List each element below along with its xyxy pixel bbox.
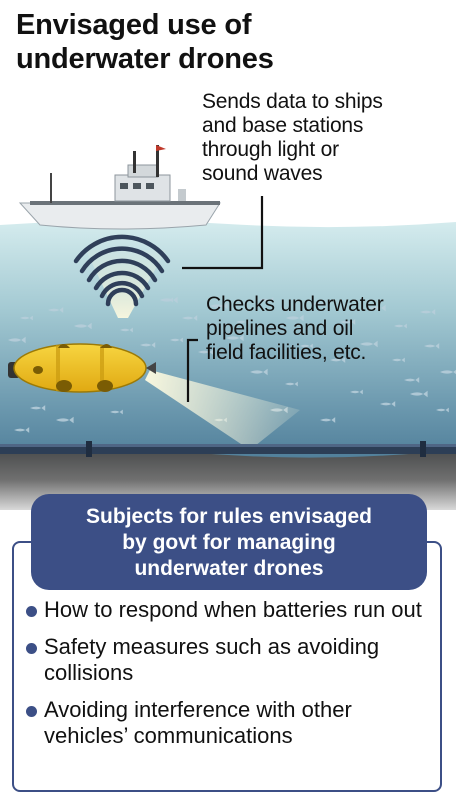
fish-icon	[320, 417, 336, 423]
rule-text: Avoiding interference with other vehicle…	[44, 697, 352, 748]
fish-icon	[170, 337, 183, 343]
fish-school-icon	[8, 296, 456, 433]
fish-icon	[19, 315, 33, 321]
ship-callout-line-3: through light or	[202, 138, 339, 161]
drone-callout-line-2: pipelines and oil	[206, 317, 354, 340]
fish-icon	[14, 427, 30, 433]
list-item: Avoiding interference with other vehicle…	[24, 697, 436, 749]
fish-icon	[392, 357, 405, 363]
fish-icon	[258, 297, 274, 303]
title-line-2: underwater drones	[16, 43, 274, 75]
fish-icon	[380, 401, 396, 407]
fish-icon	[285, 381, 298, 387]
fish-icon	[74, 322, 92, 330]
bullet-icon	[26, 606, 37, 617]
light-beam	[145, 370, 300, 450]
ship-callout-line	[182, 196, 264, 270]
rules-heading: Subjects for rules envisaged by govt for…	[31, 494, 427, 590]
pipeline-icon	[0, 441, 456, 457]
fish-icon	[436, 407, 449, 413]
fish-icon	[330, 357, 346, 363]
fish-icon	[394, 323, 407, 329]
rule-text: How to respond when batteries run out	[44, 597, 422, 622]
fish-icon	[300, 343, 313, 349]
rules-heading-line-3: underwater drones	[134, 557, 324, 580]
ship-callout: Sends data to ships and base stations th…	[202, 90, 383, 186]
sound-waves-icon	[73, 234, 171, 307]
rules-heading-line-1: Subjects for rules envisaged	[86, 505, 372, 528]
fish-icon	[120, 327, 133, 333]
fish-icon	[410, 390, 428, 398]
fish-icon	[424, 343, 440, 349]
rules-list: How to respond when batteries run out Sa…	[24, 597, 436, 760]
rule-text: Safety measures such as avoiding collisi…	[44, 634, 380, 685]
drone-callout-line	[186, 338, 198, 402]
fish-icon	[30, 405, 46, 411]
drone-callout-line-1: Checks underwater	[206, 293, 384, 316]
fish-icon	[312, 301, 325, 307]
ship-callout-line-1: Sends data to ships	[202, 90, 383, 113]
list-item: How to respond when batteries run out	[24, 597, 436, 623]
fish-icon	[140, 342, 156, 348]
fish-icon	[420, 309, 436, 315]
fish-icon	[440, 369, 456, 375]
fish-icon	[236, 319, 249, 325]
fish-icon	[198, 349, 214, 355]
fish-icon	[48, 307, 64, 313]
fish-icon	[286, 314, 304, 322]
title-line-1: Envisaged use of	[16, 9, 252, 41]
fish-icon	[226, 334, 244, 342]
rules-heading-line-2: by govt for managing	[122, 531, 336, 554]
fish-icon	[368, 304, 386, 312]
fish-icon	[182, 315, 198, 321]
fish-icon	[110, 409, 123, 415]
drone-callout: Checks underwater pipelines and oil fiel…	[206, 293, 384, 365]
fish-icon	[340, 319, 356, 325]
fish-icon	[404, 377, 420, 383]
fish-icon	[160, 296, 178, 304]
underwater-drone-icon	[8, 343, 156, 393]
bullet-icon	[26, 706, 37, 717]
fish-icon	[55, 416, 74, 424]
ship-callout-line-2: and base stations	[202, 114, 364, 137]
fish-icon	[8, 336, 26, 344]
bullet-icon	[26, 643, 37, 654]
page-title: Envisaged use of underwater drones	[16, 8, 436, 76]
drone-callout-line-3: field facilities, etc.	[206, 341, 367, 364]
list-item: Safety measures such as avoiding collisi…	[24, 634, 436, 686]
fish-icon	[360, 340, 378, 348]
fish-icon	[350, 389, 363, 395]
fish-icon	[210, 302, 228, 310]
ship-callout-line-4: sound waves	[202, 162, 323, 185]
fish-icon	[250, 368, 268, 376]
ship-icon	[18, 145, 221, 230]
